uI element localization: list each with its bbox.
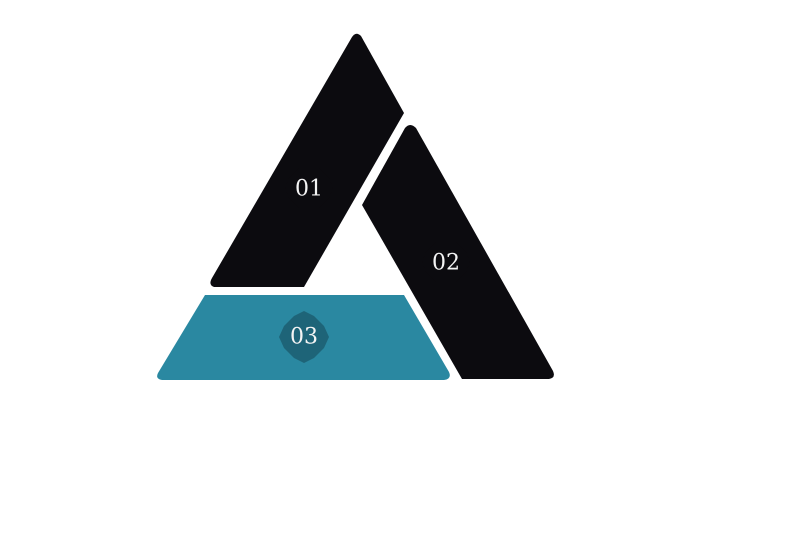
segment-03-label: 03 — [290, 325, 318, 350]
segment-03[interactable]: 03 — [157, 295, 450, 380]
segment-01[interactable]: 01 — [210, 33, 404, 288]
segment-02-label: 02 — [432, 251, 460, 276]
segment-01-badge-icon — [285, 163, 333, 213]
segment-01-label: 01 — [295, 177, 323, 202]
segment-02[interactable]: 02 — [362, 125, 554, 379]
segment-03-badge-icon — [279, 311, 329, 363]
segment-01-shape — [210, 33, 404, 288]
segment-02-badge-icon — [422, 237, 470, 287]
